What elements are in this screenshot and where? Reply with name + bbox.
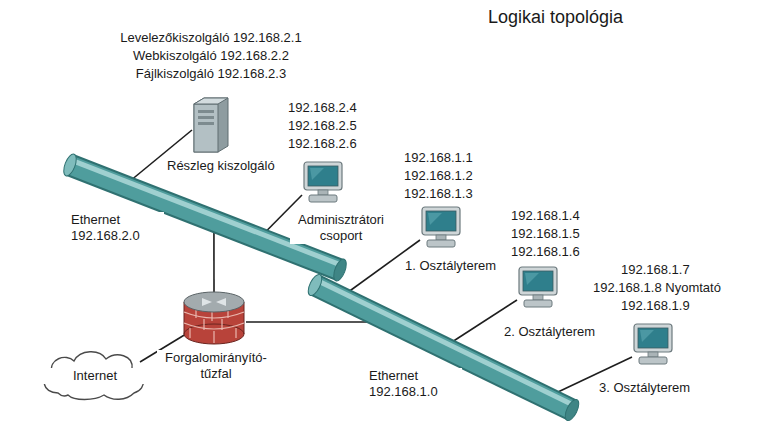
router-firewall: Forgalomirányító-tűzfal	[182, 290, 246, 346]
node-text: Levelezőkiszolgáló 192.168.2.1	[100, 30, 322, 46]
workstation: 192.168.1.4192.168.1.5192.168.1.62. Oszt…	[515, 265, 561, 309]
node-text: 192.168.1.3	[403, 186, 474, 202]
workstation: 192.168.2.4192.168.2.5192.168.2.6Adminis…	[300, 160, 346, 204]
tube-body	[315, 285, 572, 410]
workstation: 192.168.1.7192.168.1.8 Nyomtató192.168.1…	[630, 322, 676, 366]
pc-icon	[300, 160, 346, 204]
diagram-title: Logikai topológia	[488, 6, 623, 28]
tube-end	[331, 257, 349, 282]
tube-end	[562, 397, 581, 422]
router-icon	[182, 290, 246, 346]
tube-shine	[317, 281, 574, 406]
cloud: Internet	[38, 345, 150, 403]
node-text: 1. Osztályterem	[404, 258, 497, 274]
node-text: 192.168.2.6	[287, 136, 358, 152]
node-text: Ethernet 192.168.2.0	[70, 212, 164, 244]
node-text: Webkiszolgáló 192.168.2.2	[100, 48, 322, 64]
pc-icon	[418, 205, 464, 249]
node-text: Forgalomirányító-tűzfal	[157, 350, 275, 382]
workstation: 192.168.1.1192.168.1.2192.168.1.31. Oszt…	[418, 205, 464, 249]
server-icon	[188, 96, 232, 154]
node-text: 192.168.1.8 Nyomtató	[592, 280, 722, 296]
node-text: 192.168.1.5	[510, 226, 581, 242]
tube-end	[305, 272, 324, 297]
pc-icon	[515, 265, 561, 309]
node-text: Ethernet 192.168.1.0	[368, 368, 462, 400]
node-text: 192.168.1.2	[403, 168, 474, 184]
server: Levelezőkiszolgáló 192.168.2.1Webkiszolg…	[188, 96, 232, 154]
node-text: 3. Osztályterem	[598, 380, 691, 396]
tube-end	[61, 152, 79, 177]
node-text: 192.168.2.4	[287, 100, 358, 116]
node-text: Részleg kiszolgáló	[166, 158, 276, 174]
node-text: Internet	[38, 368, 152, 384]
node-text: 2. Osztályterem	[503, 324, 596, 340]
pc-icon	[630, 322, 676, 366]
node-text: Adminisztrátori csoport	[290, 212, 392, 244]
node-text: 192.168.1.9	[620, 298, 691, 314]
node-text: Fájlkiszolgáló 192.168.2.3	[100, 66, 322, 82]
tube-edge	[315, 285, 572, 410]
node-text: 192.168.1.4	[510, 208, 581, 224]
node-text: 192.168.1.6	[510, 244, 581, 260]
node-text: 192.168.1.1	[403, 150, 474, 166]
node-text: 192.168.1.7	[620, 262, 691, 278]
node-text: 192.168.2.5	[287, 118, 358, 134]
